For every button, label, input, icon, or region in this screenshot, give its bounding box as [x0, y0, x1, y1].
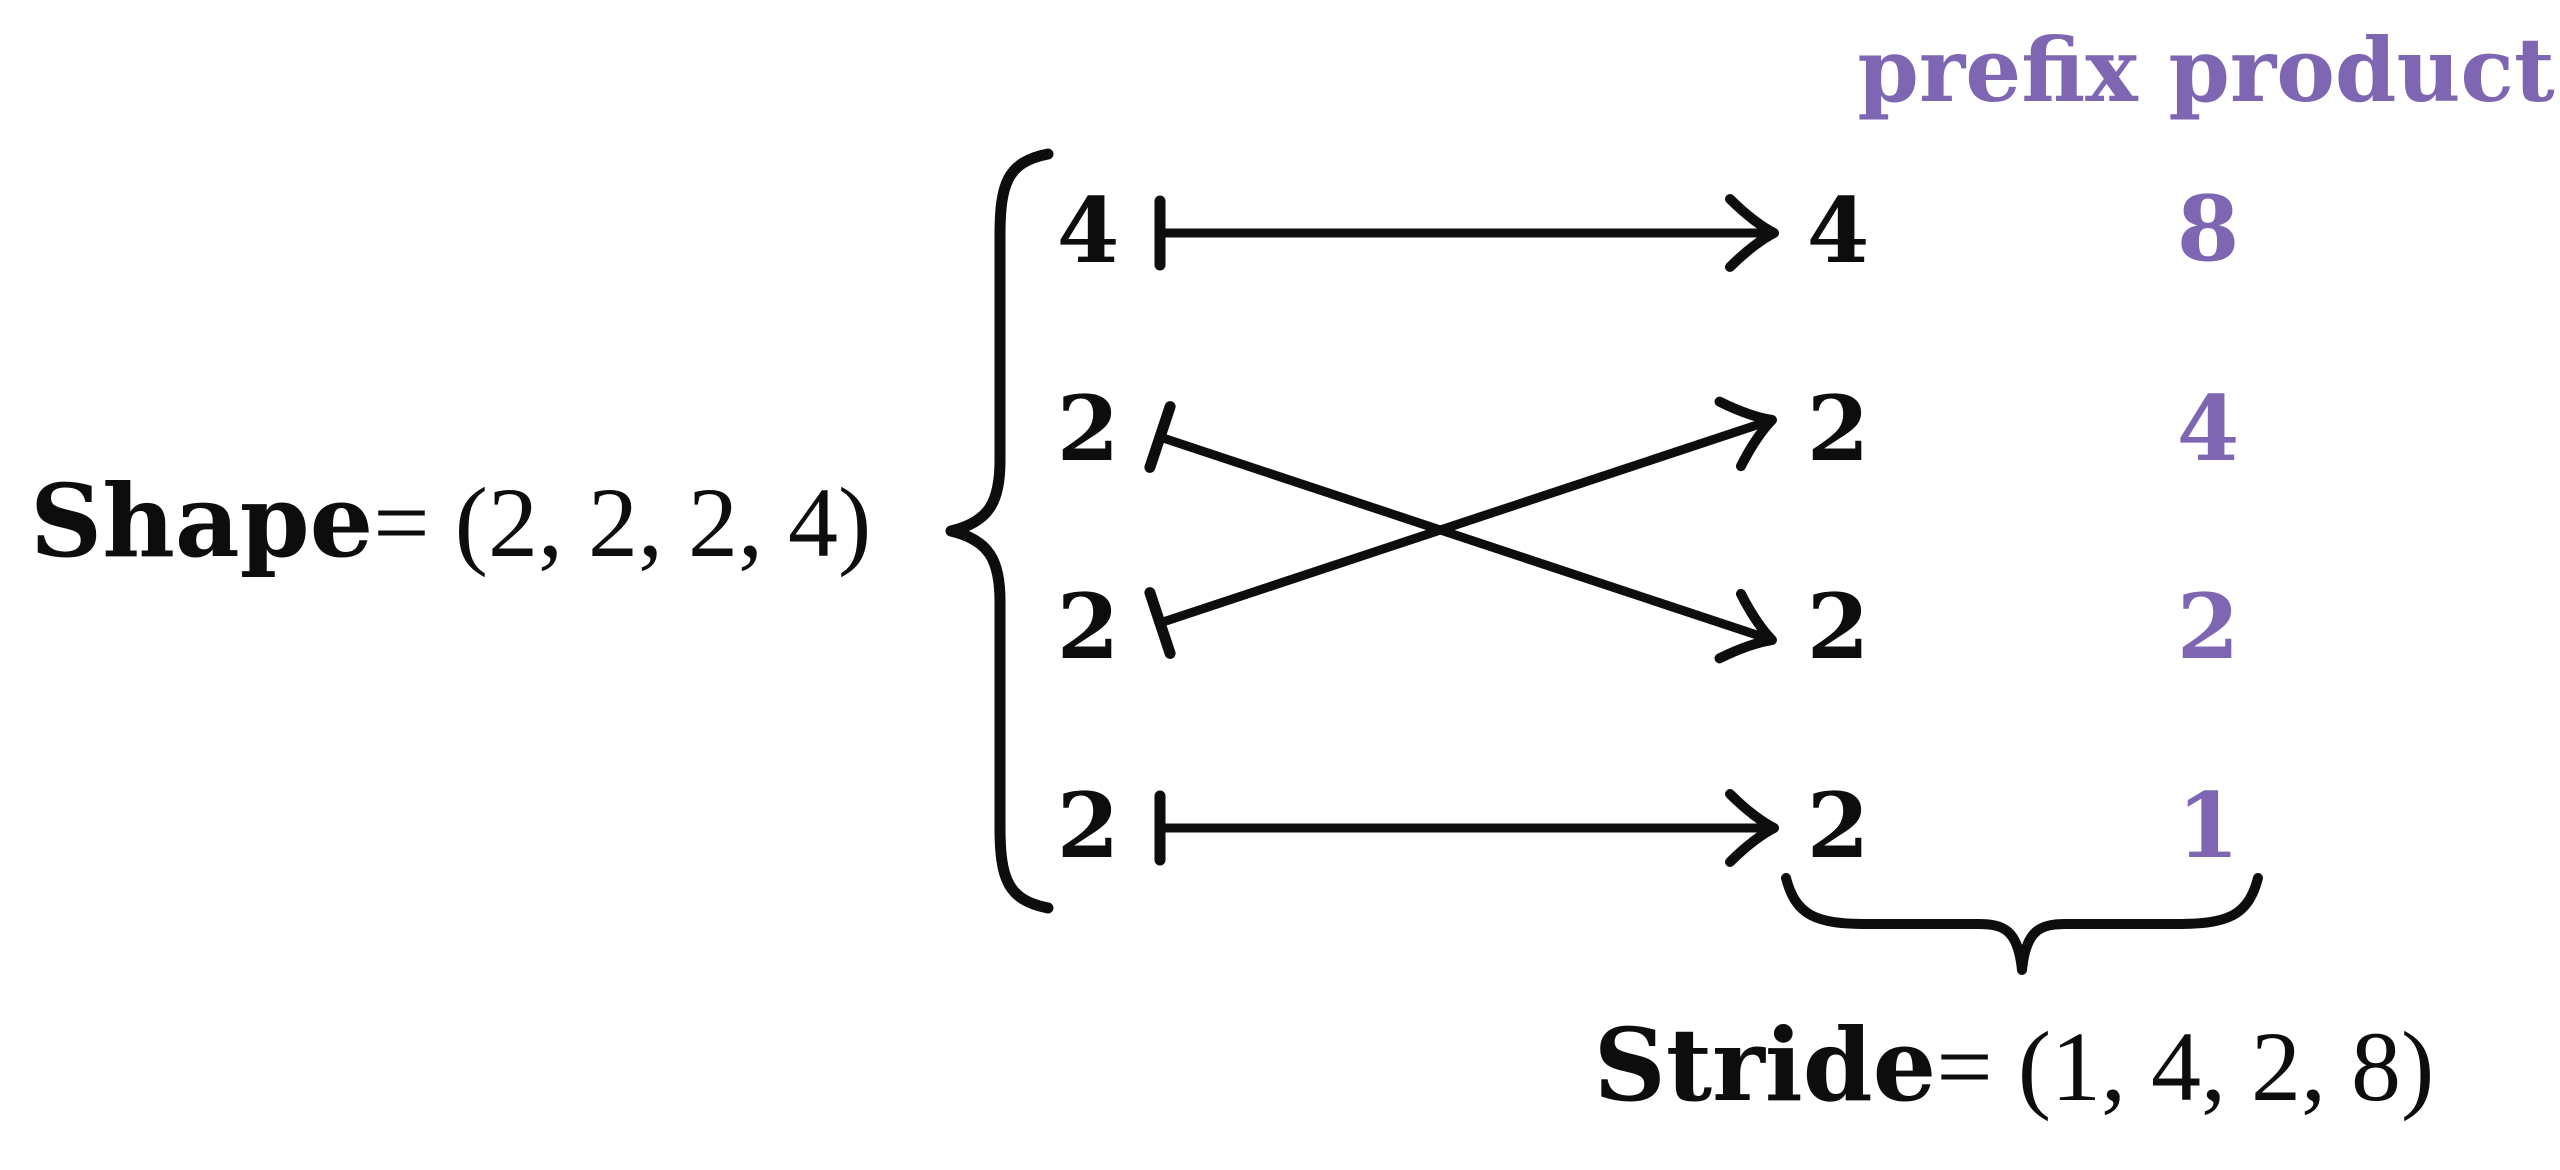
result-dim-row-1: 4 — [1806, 178, 1870, 285]
arrowhead-cross-up — [1714, 396, 1777, 472]
stride-word: Stride — [1593, 1005, 1937, 1124]
under-curly-brace — [1781, 873, 2263, 975]
arrowhead-row-4 — [1725, 789, 1779, 867]
prefix-product-row-4: 1 — [2176, 773, 2240, 880]
arrowhead-row-1 — [1725, 194, 1779, 272]
prefix-product-row-3: 2 — [2176, 574, 2240, 681]
stride-tuple: = (1, 4, 2, 8) — [1936, 1010, 2435, 1122]
shape-equation: Shape = (2, 2, 2, 4) — [30, 471, 871, 573]
shape-dim-row-1: 4 — [1056, 178, 1120, 285]
shape-word: Shape — [30, 461, 374, 580]
prefix-product-row-1: 8 — [2176, 176, 2240, 283]
prefix-product-header: prefix product — [1857, 18, 2555, 122]
shape-dim-row-2: 2 — [1056, 376, 1120, 483]
shape-tuple: = (2, 2, 2, 4) — [373, 466, 872, 578]
shape-dim-row-3: 2 — [1056, 574, 1120, 681]
arrowhead-cross-down — [1714, 588, 1777, 664]
result-dim-row-3: 2 — [1806, 574, 1870, 681]
result-dim-row-4: 2 — [1806, 773, 1870, 880]
left-curly-brace — [945, 148, 1054, 914]
result-dim-row-2: 2 — [1806, 376, 1870, 483]
mapsto-line-cross-down — [1155, 432, 1771, 643]
prefix-product-row-2: 4 — [2176, 376, 2240, 483]
mapsto-line-cross-up — [1155, 417, 1771, 628]
shape-dim-row-4: 2 — [1056, 773, 1120, 880]
stride-equation: Stride = (1, 4, 2, 8) — [1594, 1015, 2435, 1117]
